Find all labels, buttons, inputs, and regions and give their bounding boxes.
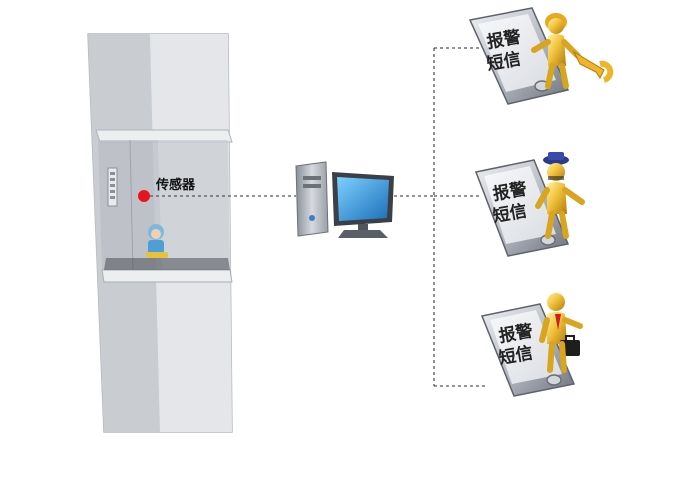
manager-figure	[539, 293, 583, 373]
alarm-phone-2: 报警 短信	[474, 152, 585, 257]
phone-3-home-button	[546, 374, 562, 386]
connection-lines	[150, 47, 486, 387]
sensor-label: 传感器	[155, 177, 196, 193]
cabin-floor	[101, 269, 233, 283]
monitor-screen	[337, 177, 389, 221]
cabin-ceiling	[95, 129, 233, 143]
red-tie-icon	[555, 314, 561, 330]
repair-worker-figure	[531, 13, 614, 89]
alarm-phone-3: 报警 短信	[480, 293, 583, 397]
cabin-floor-shadow	[104, 258, 230, 270]
sensor-dot	[138, 190, 150, 202]
cabin-door-seam	[129, 139, 134, 273]
power-button-icon	[309, 215, 315, 221]
alarm-phone-1: 报警 短信	[468, 7, 614, 105]
elevator-shaft	[87, 33, 233, 433]
cabin-right-glass	[158, 140, 230, 272]
passenger-child	[146, 224, 168, 258]
computer-tower	[295, 161, 329, 237]
monitor-stand	[338, 230, 388, 238]
security-guard-figure	[535, 152, 585, 239]
computer	[295, 161, 394, 238]
